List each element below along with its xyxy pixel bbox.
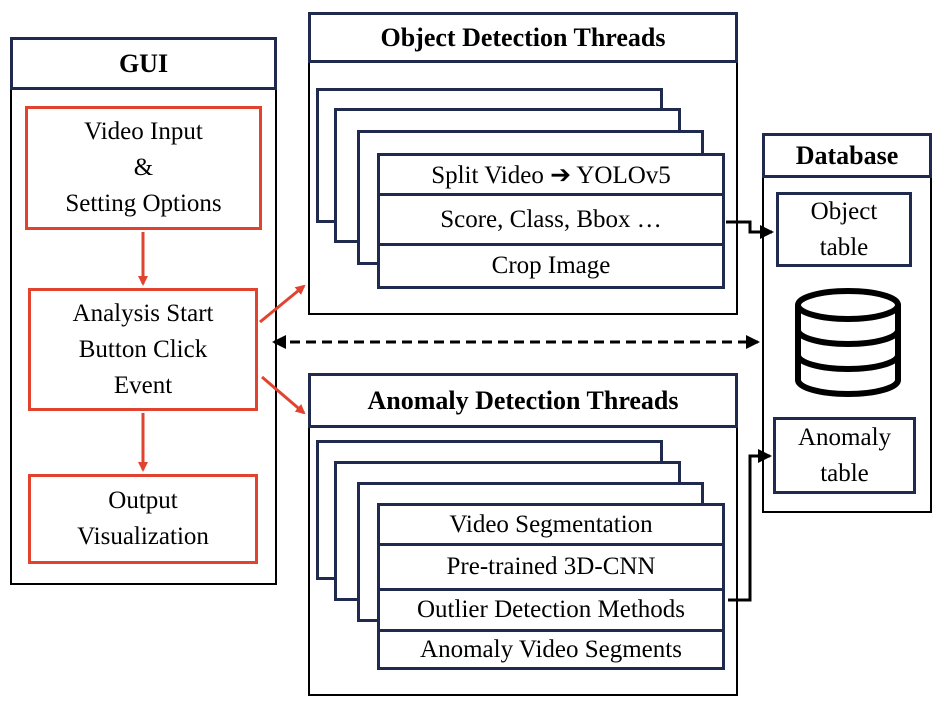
anomaly-table-box: Anomaly table <box>773 417 916 494</box>
analysis-to-object-arrow <box>259 284 306 324</box>
database-title: Database <box>762 133 932 178</box>
analysis-start-box: Analysis Start Button Click Event <box>28 288 258 411</box>
analysis-to-anomaly-arrow <box>261 375 306 415</box>
database-cylinder-icon <box>795 288 901 397</box>
object-step-row: Crop Image <box>377 243 725 289</box>
object-step-row: Score, Class, Bbox … <box>377 193 725 246</box>
object-table-box: Object table <box>776 192 912 267</box>
video-input-box: Video Input & Setting Options <box>25 106 262 230</box>
anomaly-step-row: Outlier Detection Methods <box>377 588 725 632</box>
anomaly-step-row: Anomaly Video Segments <box>377 629 725 670</box>
output-visualization-box: Output Visualization <box>28 474 258 564</box>
anomaly-threads-title: Anomaly Detection Threads <box>308 373 738 428</box>
object-threads-title: Object Detection Threads <box>308 12 738 63</box>
outlier-to-anomaly-table-arrow <box>728 449 772 602</box>
gui-title: GUI <box>10 37 277 90</box>
score-to-object-table-arrow <box>726 220 774 239</box>
object-step-row: Split Video ➔ YOLOv5 <box>377 153 725 196</box>
